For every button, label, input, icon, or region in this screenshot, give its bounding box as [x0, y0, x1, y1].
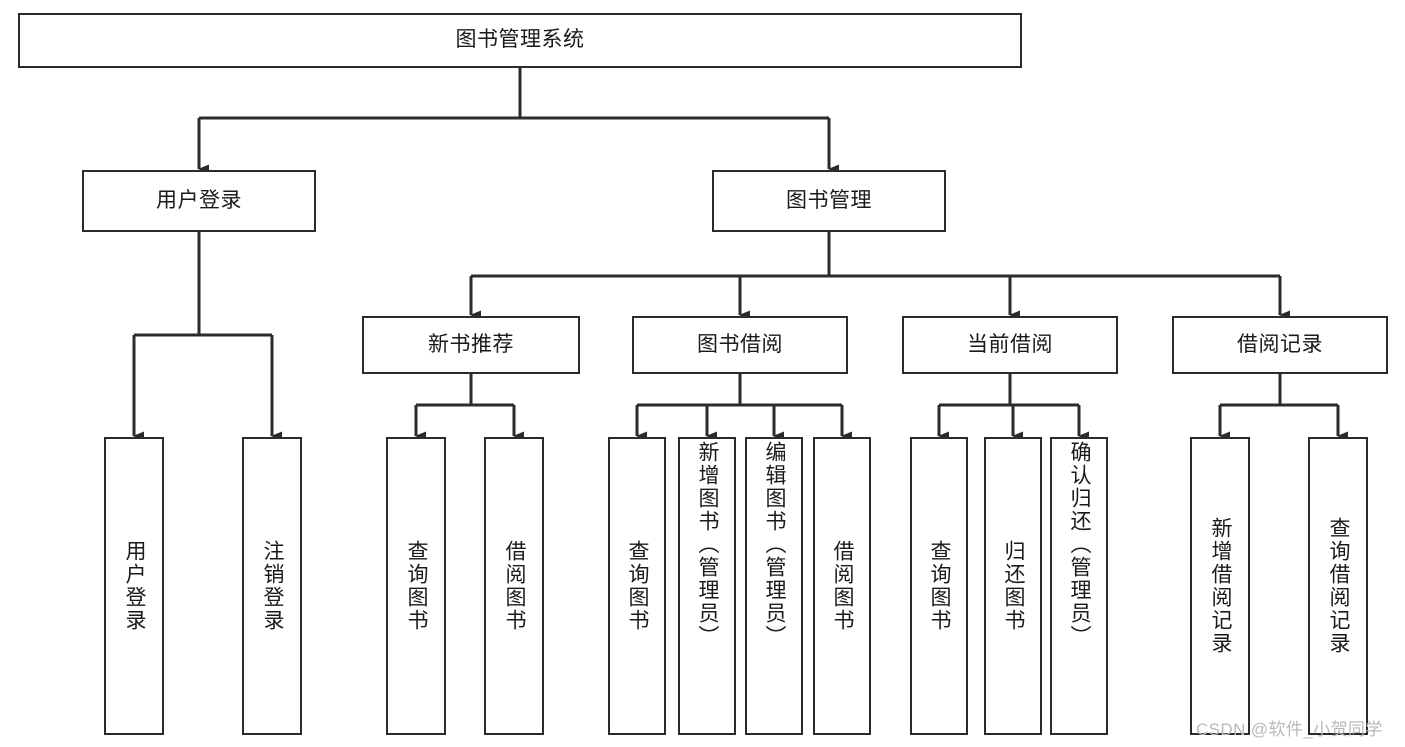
node-leaf-borrow-book-a-label: 借阅图书: [503, 540, 527, 632]
node-leaf-query-book-c-label: 查询图书: [928, 540, 952, 632]
node-leaf-user-login[interactable]: 用户登录: [104, 437, 164, 735]
node-borrow-record[interactable]: 借阅记录: [1172, 316, 1388, 374]
node-book-manage[interactable]: 图书管理: [712, 170, 946, 232]
node-root-label: 图书管理系统: [455, 28, 585, 52]
node-leaf-add-book-label: 新增图书（管理员）: [696, 441, 720, 648]
node-leaf-add-record[interactable]: 新增借阅记录: [1190, 437, 1250, 735]
node-leaf-query-book-a-label: 查询图书: [405, 540, 429, 632]
node-leaf-query-book-b-label: 查询图书: [626, 540, 650, 632]
node-leaf-return-book-label: 归还图书: [1002, 540, 1026, 632]
node-leaf-edit-book[interactable]: 编辑图书（管理员）: [745, 437, 803, 735]
node-leaf-query-record[interactable]: 查询借阅记录: [1308, 437, 1368, 735]
node-leaf-return-book[interactable]: 归还图书: [984, 437, 1042, 735]
node-new-book-recommend-label: 新书推荐: [428, 332, 514, 356]
node-user-login-label: 用户登录: [156, 188, 242, 212]
node-leaf-user-login-label: 用户登录: [123, 540, 147, 632]
node-new-book-recommend[interactable]: 新书推荐: [362, 316, 580, 374]
node-current-borrow[interactable]: 当前借阅: [902, 316, 1118, 374]
node-root[interactable]: 图书管理系统: [18, 13, 1022, 68]
node-leaf-confirm-return-label: 确认归还（管理员）: [1068, 441, 1092, 648]
node-leaf-add-book[interactable]: 新增图书（管理员）: [678, 437, 736, 735]
node-book-manage-label: 图书管理: [786, 188, 872, 212]
node-leaf-query-book-a[interactable]: 查询图书: [386, 437, 446, 735]
node-leaf-borrow-book-b[interactable]: 借阅图书: [813, 437, 871, 735]
node-leaf-borrow-book-b-label: 借阅图书: [831, 540, 855, 632]
node-leaf-query-book-b[interactable]: 查询图书: [608, 437, 666, 735]
node-leaf-logout-label: 注销登录: [261, 540, 285, 632]
connector-lines: [132, 68, 1348, 441]
node-leaf-query-record-label: 查询借阅记录: [1327, 517, 1351, 655]
node-leaf-confirm-return[interactable]: 确认归还（管理员）: [1050, 437, 1108, 735]
node-leaf-query-book-c[interactable]: 查询图书: [910, 437, 968, 735]
node-current-borrow-label: 当前借阅: [967, 332, 1053, 356]
node-leaf-add-record-label: 新增借阅记录: [1209, 517, 1233, 655]
node-leaf-logout[interactable]: 注销登录: [242, 437, 302, 735]
node-book-borrow-label: 图书借阅: [697, 332, 783, 356]
node-borrow-record-label: 借阅记录: [1237, 332, 1323, 356]
node-user-login[interactable]: 用户登录: [82, 170, 316, 232]
node-leaf-edit-book-label: 编辑图书（管理员）: [763, 441, 787, 648]
node-book-borrow[interactable]: 图书借阅: [632, 316, 848, 374]
node-leaf-borrow-book-a[interactable]: 借阅图书: [484, 437, 544, 735]
